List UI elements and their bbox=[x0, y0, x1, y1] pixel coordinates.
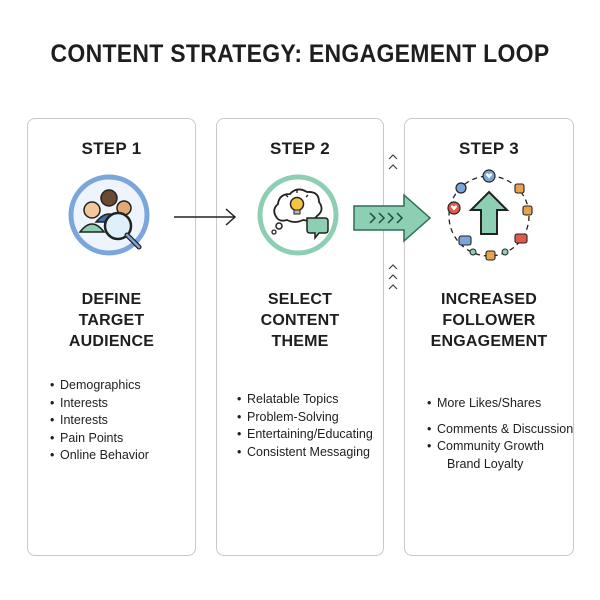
step-2-card: STEP 2 SELECT CONTENT THEME •Relatable T… bbox=[216, 118, 384, 556]
list-item: •Problem-Solving bbox=[237, 409, 339, 424]
lightbulb-chat-icon bbox=[255, 172, 341, 263]
list-item: •Consistent Messaging bbox=[237, 444, 370, 459]
engagement-up-arrow-icon bbox=[439, 169, 539, 273]
step-2-heading: SELECT CONTENT THEME bbox=[260, 291, 340, 350]
list-item: •Community Growth bbox=[427, 439, 544, 453]
audience-magnifier-icon bbox=[66, 172, 152, 263]
list-item: •Interests bbox=[50, 395, 108, 410]
list-item: •Demographics bbox=[50, 378, 141, 392]
list-item: •Entertaining/Educating bbox=[237, 427, 373, 441]
list-item: •Comments & Discussion bbox=[427, 421, 574, 436]
green-arrow-icon bbox=[353, 193, 432, 243]
list-item: •Relatable Topics bbox=[237, 392, 339, 406]
diagram-title: CONTENT STRATEGY: ENGAGEMENT LOOP bbox=[50, 40, 550, 68]
list-item: •Interests bbox=[50, 413, 108, 427]
step-1-bullets: •Demographics •Interests •Interests •Pai… bbox=[50, 377, 149, 465]
step-1-label: STEP 1 bbox=[81, 139, 142, 158]
list-item: •More Likes/Shares bbox=[427, 396, 542, 410]
step-3-bullets: •More Likes/Shares •Comments & Discussio… bbox=[427, 395, 573, 473]
chevron-up-icon bbox=[388, 264, 398, 290]
chevron-up-icon bbox=[388, 154, 398, 170]
step-1-card: STEP 1 DEFINE TARGET AUDIENCE •Demograph… bbox=[27, 118, 196, 556]
thin-arrow-icon bbox=[174, 208, 237, 226]
step-3-card: STEP 3 INCREASED FOLLOWER ENG bbox=[404, 118, 574, 556]
list-item: Brand Loyalty bbox=[447, 456, 524, 471]
step-1-heading: DEFINE TARGET AUDIENCE bbox=[68, 291, 155, 350]
step-3-label: STEP 3 bbox=[458, 139, 520, 158]
step-2-bullets: •Relatable Topics •Problem-Solving •Ente… bbox=[237, 391, 373, 461]
list-item: •Online Behavior bbox=[50, 448, 149, 462]
step-2-label: STEP 2 bbox=[269, 139, 331, 158]
step-3-heading: INCREASED FOLLOWER ENGAGEMENT bbox=[430, 291, 548, 350]
list-item: •Pain Points bbox=[50, 430, 124, 445]
